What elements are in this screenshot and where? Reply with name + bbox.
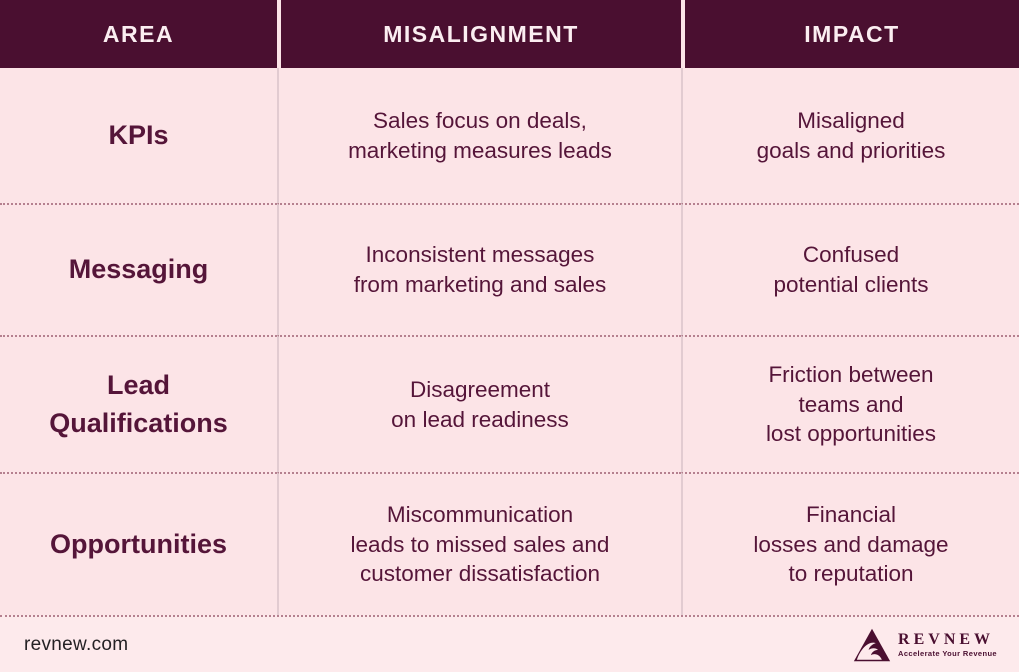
cell-area-messaging: Messaging [0, 203, 277, 335]
table-row: Opportunities Miscommunication leads to … [0, 472, 1019, 615]
cell-impact-lead-qualifications: Friction between teams and lost opportun… [681, 335, 1019, 472]
table-header-row: AREA MISALIGNMENT IMPACT [0, 0, 1019, 68]
column-header-area: AREA [0, 0, 277, 68]
cell-area-opportunities: Opportunities [0, 472, 277, 615]
cell-misalignment-kpis: Sales focus on deals, marketing measures… [277, 68, 681, 203]
logo-name: REVNEW [898, 630, 995, 648]
column-header-impact: IMPACT [681, 0, 1019, 68]
footer: revnew.com REVNEW Accelerate Your Revenu… [0, 615, 1019, 672]
website-url: revnew.com [24, 633, 129, 655]
cell-misalignment-messaging: Inconsistent messages from marketing and… [277, 203, 681, 335]
table-row: KPIs Sales focus on deals, marketing mea… [0, 68, 1019, 203]
cell-area-lead-qualifications: Lead Qualifications [0, 335, 277, 472]
table-body: KPIs Sales focus on deals, marketing mea… [0, 68, 1019, 615]
cell-impact-opportunities: Financial losses and damage to reputatio… [681, 472, 1019, 615]
table-row: Messaging Inconsistent messages from mar… [0, 203, 1019, 335]
cell-impact-kpis: Misaligned goals and priorities [681, 68, 1019, 203]
column-header-misalignment: MISALIGNMENT [277, 0, 681, 68]
cell-misalignment-opportunities: Miscommunication leads to missed sales a… [277, 472, 681, 615]
revnew-logo: REVNEW Accelerate Your Revenue [853, 628, 997, 662]
wave-triangle-logo-icon [853, 628, 891, 661]
cell-impact-messaging: Confused potential clients [681, 203, 1019, 335]
table-row: Lead Qualifications Disagreement on lead… [0, 335, 1019, 472]
logo-tagline: Accelerate Your Revenue [898, 649, 997, 659]
cell-area-kpis: KPIs [0, 68, 277, 203]
logo-text: REVNEW Accelerate Your Revenue [898, 631, 997, 659]
cell-misalignment-lead-qualifications: Disagreement on lead readiness [277, 335, 681, 472]
